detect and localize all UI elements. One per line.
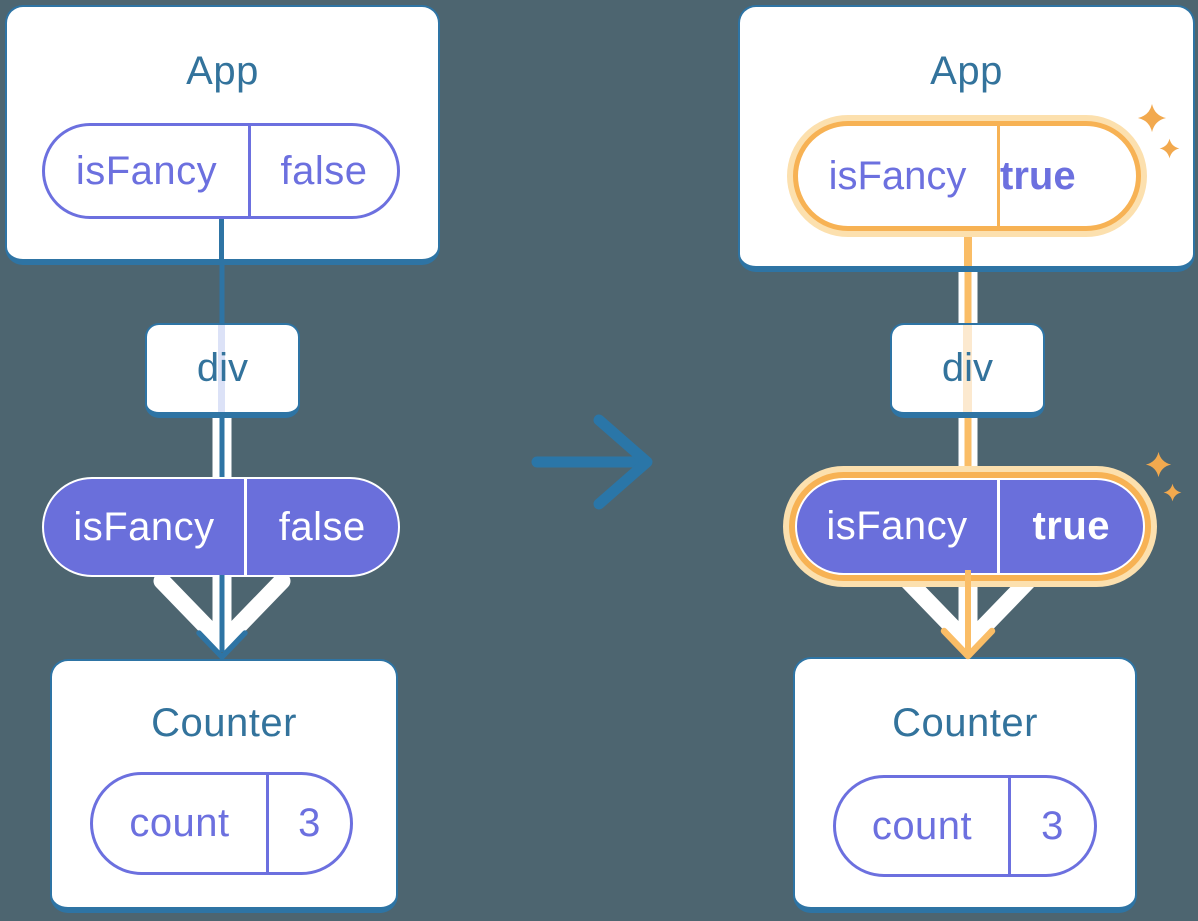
div-node: div bbox=[890, 323, 1045, 418]
white-chevron-icon bbox=[899, 572, 1037, 652]
state-name: count bbox=[129, 801, 230, 845]
prop-pill: isFancy true bbox=[793, 121, 1141, 231]
component-title: Counter bbox=[151, 701, 297, 745]
sparkle-icon bbox=[1137, 103, 1167, 138]
sparkle-icon bbox=[1145, 451, 1172, 483]
passed-prop-pill: isFancy true bbox=[795, 478, 1145, 575]
prop-name: isFancy bbox=[75, 148, 218, 193]
prop-flow-line-faded bbox=[218, 325, 225, 412]
prop-name: isFancy bbox=[828, 153, 967, 198]
orange-arrowhead-icon bbox=[940, 627, 996, 660]
state-pill: count 3 bbox=[833, 775, 1097, 877]
component-title: App bbox=[186, 49, 259, 93]
pill-divider bbox=[1008, 778, 1011, 874]
prop-name: isFancy bbox=[73, 504, 215, 549]
prop-flow-line bbox=[219, 219, 224, 259]
prop-flow-line-faded bbox=[963, 325, 972, 412]
prop-value: true bbox=[1000, 153, 1076, 198]
after-arrow-to-counter bbox=[940, 570, 996, 660]
right-arrow-icon bbox=[531, 414, 653, 510]
pill-divider bbox=[997, 480, 1000, 573]
prop-pill: isFancy false bbox=[42, 123, 400, 219]
pill-divider bbox=[997, 126, 1000, 226]
prop-flow-line bbox=[964, 237, 972, 266]
sparkle-icon bbox=[1159, 138, 1180, 164]
component-title: Counter bbox=[892, 701, 1038, 745]
prop-name: isFancy bbox=[826, 504, 968, 548]
div-node: div bbox=[145, 323, 300, 418]
prop-value: false bbox=[278, 504, 366, 549]
state-value: 3 bbox=[298, 801, 321, 845]
prop-pill-highlight-ring: isFancy true bbox=[787, 115, 1147, 237]
before-flow-lines bbox=[153, 263, 291, 652]
div-label: div bbox=[941, 346, 994, 390]
passed-prop-pill: isFancy false bbox=[42, 477, 400, 577]
state-name: count bbox=[871, 803, 973, 848]
white-chevron-icon bbox=[153, 572, 291, 652]
blue-arrowhead-icon bbox=[196, 630, 248, 660]
state-value: 3 bbox=[1041, 803, 1064, 848]
component-title: App bbox=[930, 49, 1003, 93]
div-label: div bbox=[196, 346, 249, 390]
pill-divider bbox=[248, 126, 251, 216]
prop-value: false bbox=[280, 148, 368, 193]
before-arrow-to-counter bbox=[196, 575, 248, 660]
pill-divider bbox=[244, 479, 247, 575]
sparkle-icon bbox=[1163, 483, 1182, 507]
state-pill: count 3 bbox=[90, 772, 353, 875]
prop-value: true bbox=[1032, 504, 1111, 548]
pill-divider bbox=[266, 775, 269, 872]
